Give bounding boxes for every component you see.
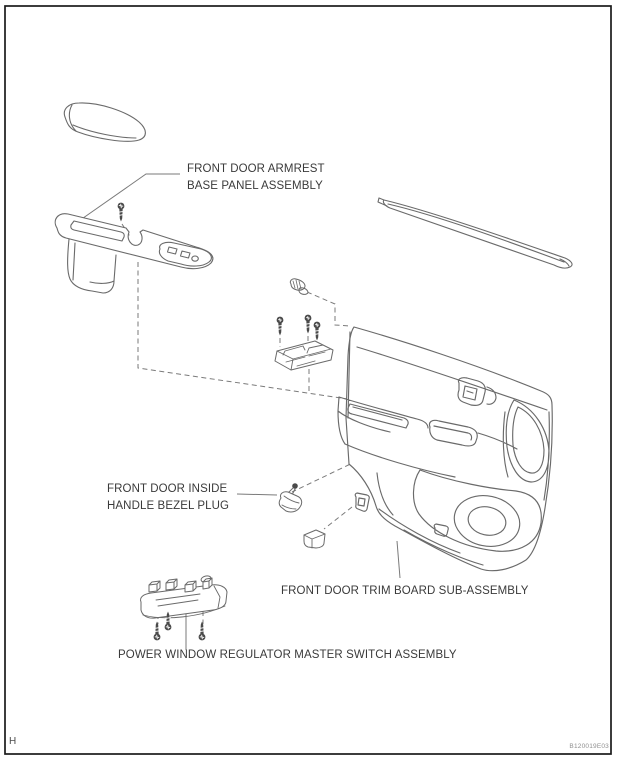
mount-screw-2 [304, 314, 312, 334]
label-bezel-line2: HANDLE BEZEL PLUG [107, 500, 230, 512]
inside-handle-bezel-plug [278, 483, 303, 513]
armrest-base-outline [54, 213, 214, 270]
switch-base-plate [140, 584, 228, 619]
figure-code: B120019E03 [569, 743, 609, 750]
trim-board-outline [345, 326, 553, 572]
page-marker: H [9, 736, 17, 747]
label-armrest-line2: BASE PANEL ASSEMBLY [187, 180, 323, 192]
switch-knobs [148, 577, 213, 593]
label-trim-board-text: FRONT DOOR TRIM BOARD SUB-ASSEMBLY [281, 585, 529, 597]
guide-armrest-screw [121, 223, 132, 239]
molding-details [377, 197, 570, 267]
door-belt-molding-strip [377, 197, 573, 269]
label-armrest-base-panel: FRONT DOOR ARMREST BASE PANEL ASSEMBLY [187, 161, 325, 195]
switch-plate-details [142, 585, 226, 619]
bracket-ribs [276, 344, 332, 371]
power-window-master-switch [140, 575, 228, 641]
leader-trim-board-label [396, 540, 401, 579]
retainer-box-edges [303, 533, 326, 549]
retainer-box-outline [303, 529, 326, 549]
speaker-grille-inner [467, 506, 507, 536]
plug-details [281, 487, 300, 510]
clip-body [289, 278, 309, 295]
label-bezel-line1: FRONT DOOR INSIDE [107, 483, 228, 495]
molding-outline [382, 199, 573, 269]
retainer-box [303, 529, 326, 549]
label-bezel-plug: FRONT DOOR INSIDE HANDLE BEZEL PLUG [107, 481, 229, 515]
label-master-switch: POWER WINDOW REGULATOR MASTER SWITCH ASS… [118, 647, 457, 664]
mount-screw-3 [313, 321, 321, 341]
switch-screw-3 [198, 621, 206, 641]
armrest-screw [117, 202, 125, 223]
clip-hatch [292, 279, 302, 290]
mounting-bracket-plate [274, 340, 334, 371]
armrest-pad [63, 102, 146, 142]
armrest-base-details [67, 220, 212, 294]
guide-clip-to-trim [306, 291, 351, 327]
label-trim-board: FRONT DOOR TRIM BOARD SUB-ASSEMBLY [281, 583, 529, 600]
trim-board-details [337, 331, 550, 566]
speaker-grille-outer [453, 495, 521, 547]
trim-clip-grommet [289, 278, 309, 295]
leader-armrest-label [75, 173, 180, 224]
leader-bezel-plug-label [236, 493, 278, 496]
switch-screw-1 [153, 621, 161, 641]
label-master-switch-text: POWER WINDOW REGULATOR MASTER SWITCH ASS… [118, 649, 457, 661]
trim-mounting-screws [276, 314, 321, 341]
plug-body [278, 491, 303, 513]
label-armrest-line1: FRONT DOOR ARMREST [187, 163, 325, 175]
mount-screw-1 [276, 316, 284, 336]
armrest-base-panel-assembly [54, 202, 214, 294]
label-leader-lines [75, 173, 401, 650]
bracket-outline [274, 340, 334, 371]
page-border [4, 5, 612, 755]
plug-pin-head [292, 483, 298, 489]
armrest-pad-outline [63, 102, 146, 142]
guide-box-to-trim [323, 506, 353, 530]
front-door-trim-board [337, 326, 553, 572]
armrest-pad-creases [68, 104, 137, 139]
